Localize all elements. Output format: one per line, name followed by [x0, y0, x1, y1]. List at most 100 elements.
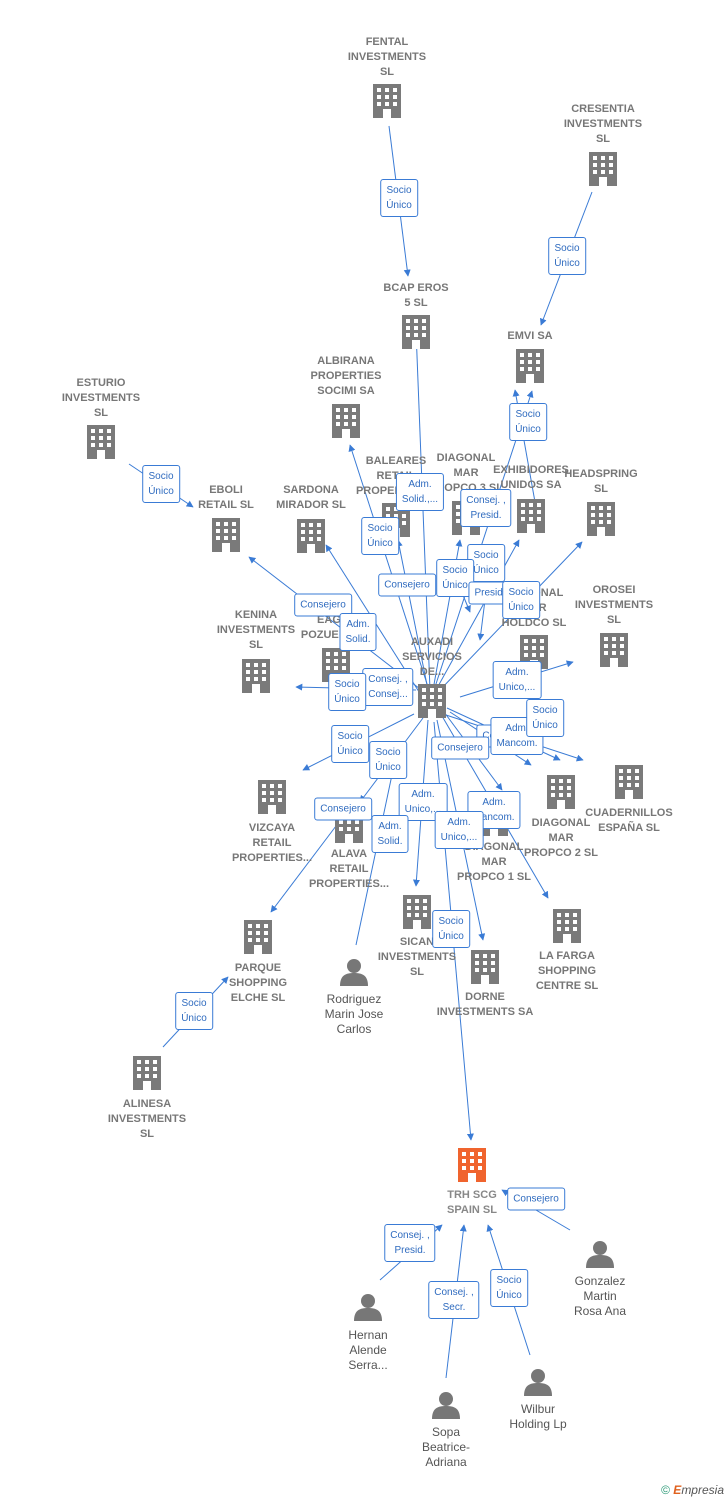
node-auxadi[interactable]: AUXADISERVICIOSDE...: [402, 636, 462, 718]
node-emvi[interactable]: EMVI SA: [507, 330, 553, 383]
node-label-line: HEADSPRING: [564, 468, 637, 480]
relationship-label-line: Unico,...: [404, 804, 442, 815]
relationship-label-line: Consej. ,: [434, 1287, 474, 1298]
building-icon: [418, 684, 446, 718]
node-alava[interactable]: ALAVARETAILPROPERTIES...: [309, 809, 389, 890]
node-label-line: SHOPPING: [538, 965, 596, 977]
relationship-label-line: Solid.: [377, 836, 403, 847]
edge-25: [270, 825, 337, 913]
edge-27: [355, 769, 396, 946]
person-icon: [586, 1241, 614, 1268]
node-label-line: PARQUE: [235, 962, 281, 974]
node-label-line: INVESTMENTS: [62, 392, 140, 404]
node-label-line: BCAP EROS: [383, 282, 448, 294]
relationship-label-line: Adm.: [447, 817, 471, 828]
relationship-label[interactable]: Consejero: [507, 1187, 565, 1211]
relationship-label-line: Mancom.: [496, 738, 538, 749]
relationship-label-line: Único: [337, 746, 363, 757]
node-label-line: Serra...: [348, 1358, 387, 1372]
relationship-label-line: Socio: [181, 998, 207, 1009]
relationship-label[interactable]: Adm.Unico,...: [434, 811, 484, 849]
relationship-label[interactable]: Consejero: [294, 593, 352, 617]
relationship-label[interactable]: Consej. ,Presid.: [460, 489, 512, 527]
relationship-label[interactable]: Adm.Solid.: [371, 815, 409, 853]
relationship-label-line: Unico,...: [498, 682, 536, 693]
node-label-line: SL: [140, 1128, 154, 1140]
relationship-label-line: Consejero: [437, 742, 483, 754]
relationship-label[interactable]: Adm.Unico,...: [492, 661, 542, 699]
node-label-line: CUADERNILLOS: [585, 807, 672, 819]
relationship-label-line: Socio: [442, 565, 468, 576]
relationship-label-line: Socio: [148, 471, 174, 482]
relationship-label[interactable]: Consej. ,Presid.: [384, 1224, 436, 1262]
building-icon: [242, 659, 270, 693]
relationship-label-line: Adm.: [411, 789, 435, 800]
relationship-label[interactable]: Consej. ,Consej...: [362, 668, 414, 706]
relationship-label-line: Único: [375, 762, 401, 773]
relationship-label[interactable]: Consejero: [378, 573, 436, 597]
node-label-line: DORNE: [465, 991, 505, 1003]
relationship-label[interactable]: Adm.Solid.,...: [395, 473, 445, 511]
node-vizcaya[interactable]: VIZCAYARETAILPROPERTIES...: [232, 780, 312, 864]
building-icon: [547, 775, 575, 809]
relationship-label[interactable]: Adm. Unico,...: [398, 783, 448, 821]
relationship-label-line: Presid.: [470, 510, 502, 521]
person-icon: [354, 1294, 382, 1321]
node-label-line: RETAIL: [330, 863, 369, 875]
node-label-line: RETAIL: [253, 837, 292, 849]
relationship-label[interactable]: Consej. , Secr.: [428, 1281, 480, 1319]
relationship-label-line: Secr.: [442, 1302, 466, 1313]
relationship-label[interactable]: Consejero: [431, 736, 489, 760]
relationship-label-line: Socio: [515, 409, 541, 420]
empresia-logo[interactable]: Empresia: [673, 1483, 724, 1497]
building-icon: [589, 152, 617, 186]
node-hernan[interactable]: HernanAlendeSerra...: [348, 1294, 388, 1372]
relationship-label-line: Solid.,...: [401, 494, 439, 505]
relationship-label[interactable]: Consejero: [314, 797, 372, 821]
relationship-label-line: Consejero: [300, 599, 346, 611]
relationship-label-line: Socio: [367, 523, 393, 534]
node-label-line: Holding Lp: [509, 1417, 567, 1431]
relationship-label[interactable]: Adm.Solid.: [339, 613, 377, 651]
relationship-label-line: Presid.: [474, 587, 506, 599]
